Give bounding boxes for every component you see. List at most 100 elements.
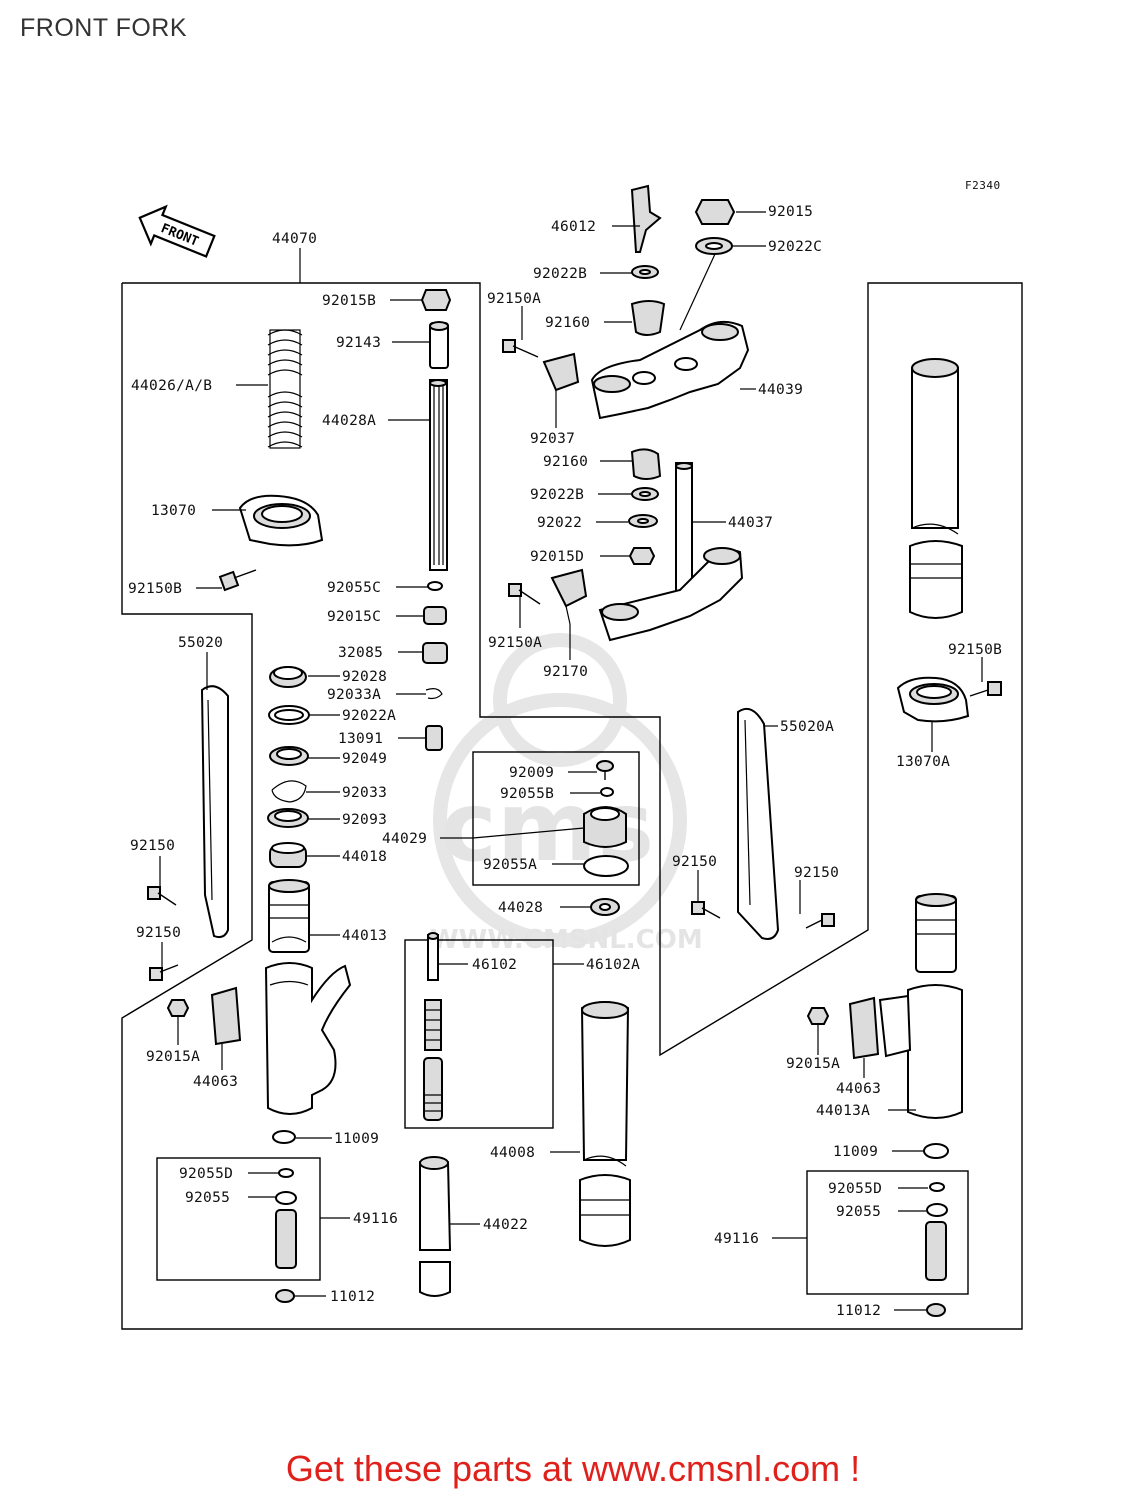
label-44028a: 44028A (322, 413, 376, 429)
washer-11009-left (272, 1130, 296, 1144)
label-11012-right: 11012 (836, 1303, 881, 1319)
label-46012: 46012 (551, 219, 596, 235)
label-92170: 92170 (543, 664, 588, 680)
ring-92055d-right (929, 1182, 945, 1192)
label-44037: 44037 (728, 515, 773, 531)
part-labels: 44070 92015B 92143 44026/A/B 44028A 1307… (128, 204, 1002, 1319)
bolt-92150a-bottom (508, 583, 541, 605)
bolt-92150b-left (218, 569, 257, 592)
nut-92015b (420, 289, 452, 311)
label-92015b: 92015B (322, 293, 376, 309)
bolt-92150b-right (969, 681, 1002, 697)
label-92055a: 92055A (483, 857, 537, 873)
label-49116-left: 49116 (353, 1211, 398, 1227)
clamp-13070 (238, 494, 324, 547)
damper-rod-group-box (404, 939, 554, 1129)
label-92037: 92037 (530, 431, 575, 447)
label-92150a-top: 92150A (487, 291, 541, 307)
label-92160-bottom: 92160 (543, 454, 588, 470)
label-11009-left: 11009 (334, 1131, 379, 1147)
ring-92055b (600, 787, 614, 797)
collar-92015c (423, 606, 447, 625)
bushing-32085 (422, 642, 448, 664)
inner-tube-44013a-top (915, 893, 957, 973)
damper-92160-top (630, 300, 666, 336)
cap-44029 (583, 806, 627, 848)
right-valve-group-box (806, 1170, 969, 1295)
oring-92055-left (275, 1191, 297, 1205)
figure-code: F2340 (965, 179, 1001, 192)
nut-92015 (694, 199, 736, 225)
left-valve-group-box (156, 1157, 321, 1281)
label-44070: 44070 (272, 231, 317, 247)
seal-92093 (267, 808, 309, 828)
screw-13091 (425, 725, 443, 751)
rod-46102 (427, 932, 439, 981)
washer-92022b-top (631, 265, 659, 279)
label-92022c: 92022C (768, 239, 822, 255)
upper-triple-clamp-44039 (590, 320, 750, 420)
label-92055c: 92055C (327, 580, 381, 596)
label-92150-left-2: 92150 (136, 925, 181, 941)
valve-49116-left (275, 1209, 297, 1269)
damper-rod-44028a (429, 379, 448, 571)
steering-stem-44037 (598, 462, 744, 642)
holder-44063-left (210, 986, 242, 1046)
promo-link[interactable]: Get these parts at www.cmsnl.com ! (285, 1448, 861, 1489)
label-92150a-bottom: 92150A (488, 635, 542, 651)
bushing-44018 (269, 842, 307, 868)
rod-assembly-46102a (423, 999, 443, 1121)
cable-guide-92170 (550, 568, 588, 625)
label-92033a: 92033A (327, 687, 381, 703)
outer-tube-right (878, 984, 963, 1119)
label-92150-right-1: 92150 (672, 854, 717, 870)
oring-92055a (583, 855, 629, 877)
label-44022: 44022 (483, 1217, 528, 1233)
label-44028: 44028 (498, 900, 543, 916)
washer-44028 (590, 898, 620, 916)
label-92143: 92143 (336, 335, 381, 351)
valve-49116-right (925, 1221, 947, 1281)
label-11012-left: 11012 (330, 1289, 375, 1305)
label-92015c: 92015C (327, 609, 381, 625)
holder-44063-right (848, 996, 880, 1060)
label-92150-right-2: 92150 (794, 865, 839, 881)
label-49116-right: 49116 (714, 1231, 759, 1247)
washer-92022 (628, 514, 658, 528)
washer-11012-right (926, 1303, 946, 1317)
label-92015a-right: 92015A (786, 1056, 840, 1072)
washer-11009-right (923, 1143, 949, 1159)
label-92055-right: 92055 (836, 1204, 881, 1220)
ring-92055d-left (278, 1168, 294, 1178)
bolt-92150-guard-upper (147, 886, 177, 906)
inner-tube-44013 (268, 879, 310, 953)
leader-lines (159, 211, 983, 1311)
seal-92049 (269, 746, 309, 766)
label-92150b-right: 92150B (948, 642, 1002, 658)
snap-ring-92033 (271, 780, 307, 803)
label-44039: 44039 (758, 382, 803, 398)
outer-tube-44008 (579, 1001, 631, 1247)
outer-tube-left (264, 962, 352, 1115)
label-46102: 46102 (472, 957, 517, 973)
label-92022b-top: 92022B (533, 266, 587, 282)
cable-guide-92037 (542, 352, 580, 392)
label-32085: 32085 (338, 645, 383, 661)
right-fork-tube-upper (909, 358, 963, 619)
label-44013: 44013 (342, 928, 387, 944)
label-92009: 92009 (509, 765, 554, 781)
tube-44022 (419, 1156, 452, 1297)
label-92049: 92049 (342, 751, 387, 767)
label-44063-left: 44063 (193, 1074, 238, 1090)
ring-92055c (427, 581, 443, 591)
label-92033: 92033 (342, 785, 387, 801)
fork-spring (267, 329, 303, 449)
oring-92055-right (926, 1203, 948, 1217)
label-46102a: 46102A (586, 957, 640, 973)
label-92022: 92022 (537, 515, 582, 531)
nut-92015a-left (166, 999, 190, 1017)
label-92022a: 92022A (342, 708, 396, 724)
label-92093: 92093 (342, 812, 387, 828)
washer-92022a (268, 705, 310, 725)
